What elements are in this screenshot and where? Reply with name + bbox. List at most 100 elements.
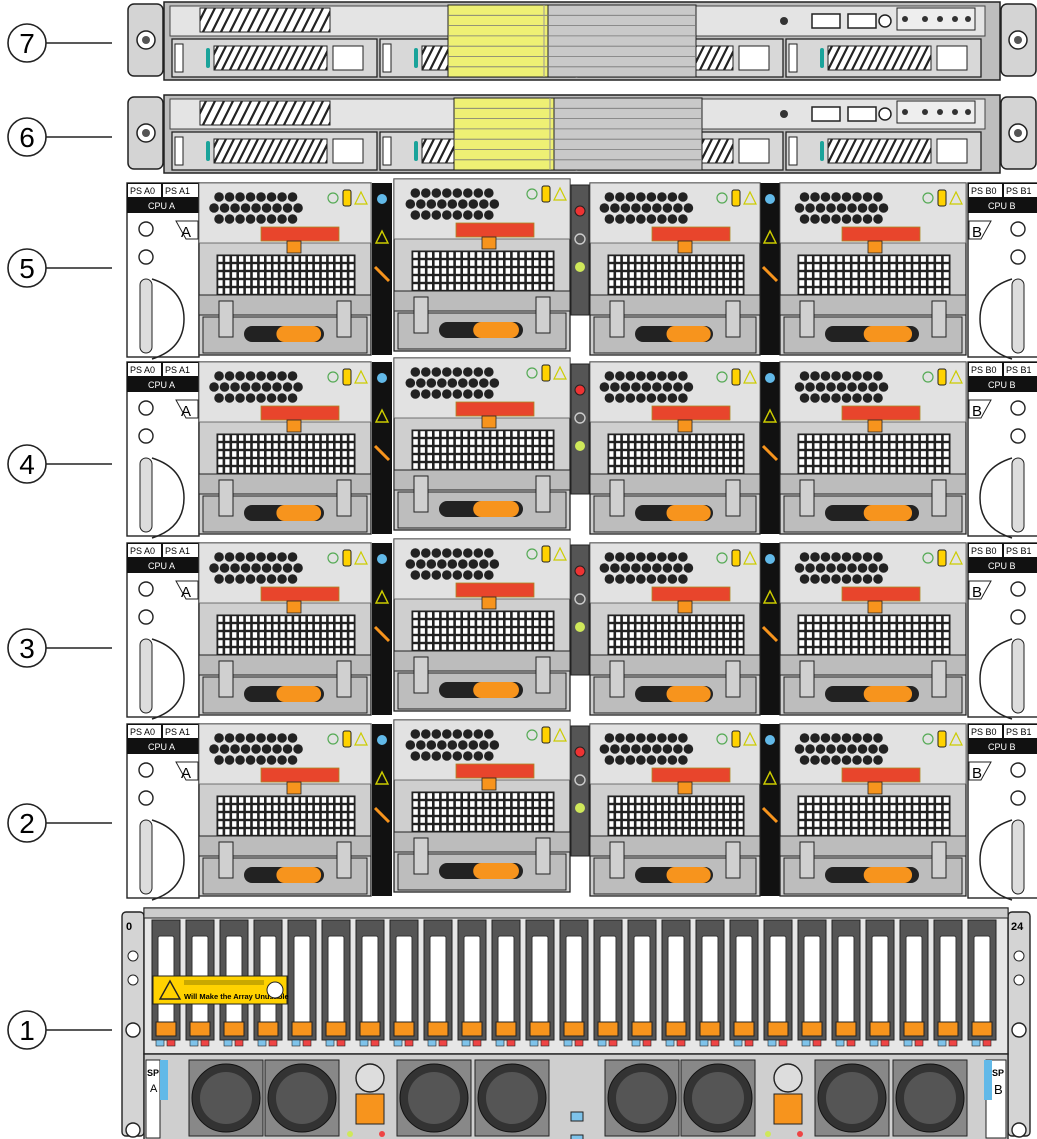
vent-hole <box>667 574 678 584</box>
vent-hole <box>447 740 458 750</box>
vent-hole <box>235 755 245 765</box>
vent-hole <box>852 574 862 584</box>
psu-release-tab <box>455 582 535 598</box>
vent-hole <box>463 570 473 580</box>
disk-drive <box>559 919 589 1047</box>
vent-hole <box>463 210 473 220</box>
vent-hole <box>266 733 277 743</box>
vent-hole <box>620 203 631 213</box>
vent-hole <box>426 378 437 388</box>
vent-hole <box>473 729 484 739</box>
vent-hole <box>240 744 251 754</box>
fan-blade <box>276 1072 328 1124</box>
vent-hole <box>620 563 631 573</box>
drive-led <box>914 1039 924 1047</box>
vent-hole <box>214 755 224 765</box>
vent-hole <box>484 751 494 761</box>
drive-led <box>257 1039 267 1047</box>
vent-hole <box>620 382 631 392</box>
vent-hole <box>224 192 235 202</box>
service-tag-panel <box>453 97 703 171</box>
power-supply-module <box>589 361 761 535</box>
power-icon <box>327 552 339 564</box>
fan-blade <box>692 1072 744 1124</box>
ps-a1-label: PS A1 <box>165 727 190 737</box>
screw-icon <box>1010 581 1026 597</box>
psu-led <box>937 730 947 748</box>
psu-handle-grip <box>666 867 711 883</box>
drive-handle <box>633 935 651 1029</box>
psu-handle-grip <box>473 863 519 879</box>
power-icon <box>574 774 586 786</box>
drive-led <box>200 1039 210 1047</box>
vent-hole <box>678 574 688 584</box>
drive-latch <box>835 1021 857 1037</box>
psu-led <box>342 189 352 207</box>
power-icon <box>716 371 728 383</box>
fan-blade <box>408 1072 460 1124</box>
indicator-icon <box>1013 974 1025 986</box>
drive-led <box>733 1039 743 1047</box>
psu-latch <box>677 419 693 433</box>
vent-hole <box>604 192 615 202</box>
power-icon <box>574 233 586 245</box>
vent-hole <box>667 393 678 403</box>
power-icon <box>922 552 934 564</box>
warning-icon <box>553 186 567 201</box>
sp-b-label: B <box>994 1082 1003 1097</box>
vent-hole <box>604 393 615 403</box>
screw-icon <box>1010 428 1026 444</box>
vent-hole <box>224 214 235 224</box>
vent-hole <box>416 199 426 209</box>
vent-hole <box>214 574 224 584</box>
vent-hole <box>484 570 494 580</box>
vent-hole <box>678 192 688 202</box>
vent-hole <box>678 733 688 743</box>
vent-hole <box>799 393 810 403</box>
drive-handle <box>599 935 617 1029</box>
vent-hole <box>421 729 431 739</box>
vent-grid <box>607 795 745 837</box>
vent-hole <box>463 188 473 198</box>
vent-hole <box>657 192 667 202</box>
vent-hole <box>287 214 298 224</box>
drive-handle <box>565 935 583 1029</box>
fan <box>188 1059 264 1137</box>
drive-handle <box>738 45 770 71</box>
psu-handle-grip <box>276 505 322 521</box>
vent-hole <box>484 210 494 220</box>
vent-hole <box>235 371 245 381</box>
grille <box>827 138 932 164</box>
grille-lines <box>214 139 327 163</box>
warning-icon <box>949 550 963 565</box>
drive-led <box>971 1039 981 1047</box>
vent-hole <box>810 393 820 403</box>
vent-hole <box>857 382 868 392</box>
vent-hole <box>625 574 636 584</box>
side-a-label: A <box>181 584 191 601</box>
psu-handle-grip <box>863 505 913 521</box>
vent-hole <box>437 740 447 750</box>
drive-bay <box>785 38 982 78</box>
psu-led <box>541 545 551 563</box>
power-icon <box>327 192 339 204</box>
psu-latch <box>481 415 497 429</box>
cpu-b-label: CPU B <box>988 380 1016 390</box>
vent-grid <box>411 610 555 652</box>
fan-blade <box>200 1072 252 1124</box>
psu-handle-rail <box>779 835 967 857</box>
psu-latch <box>867 419 883 433</box>
drive-led <box>461 1039 471 1047</box>
vent-hole <box>836 744 847 754</box>
drive-latch <box>788 136 798 166</box>
vent-hole <box>615 393 625 403</box>
screw-icon <box>1011 1022 1027 1038</box>
vent-hole <box>820 552 831 562</box>
vent-hole <box>293 744 303 754</box>
vent-hole <box>878 744 889 754</box>
disk-drive <box>321 919 351 1047</box>
vent-hole <box>214 214 224 224</box>
disk-drive <box>967 919 997 1047</box>
vent-hole <box>473 751 484 761</box>
